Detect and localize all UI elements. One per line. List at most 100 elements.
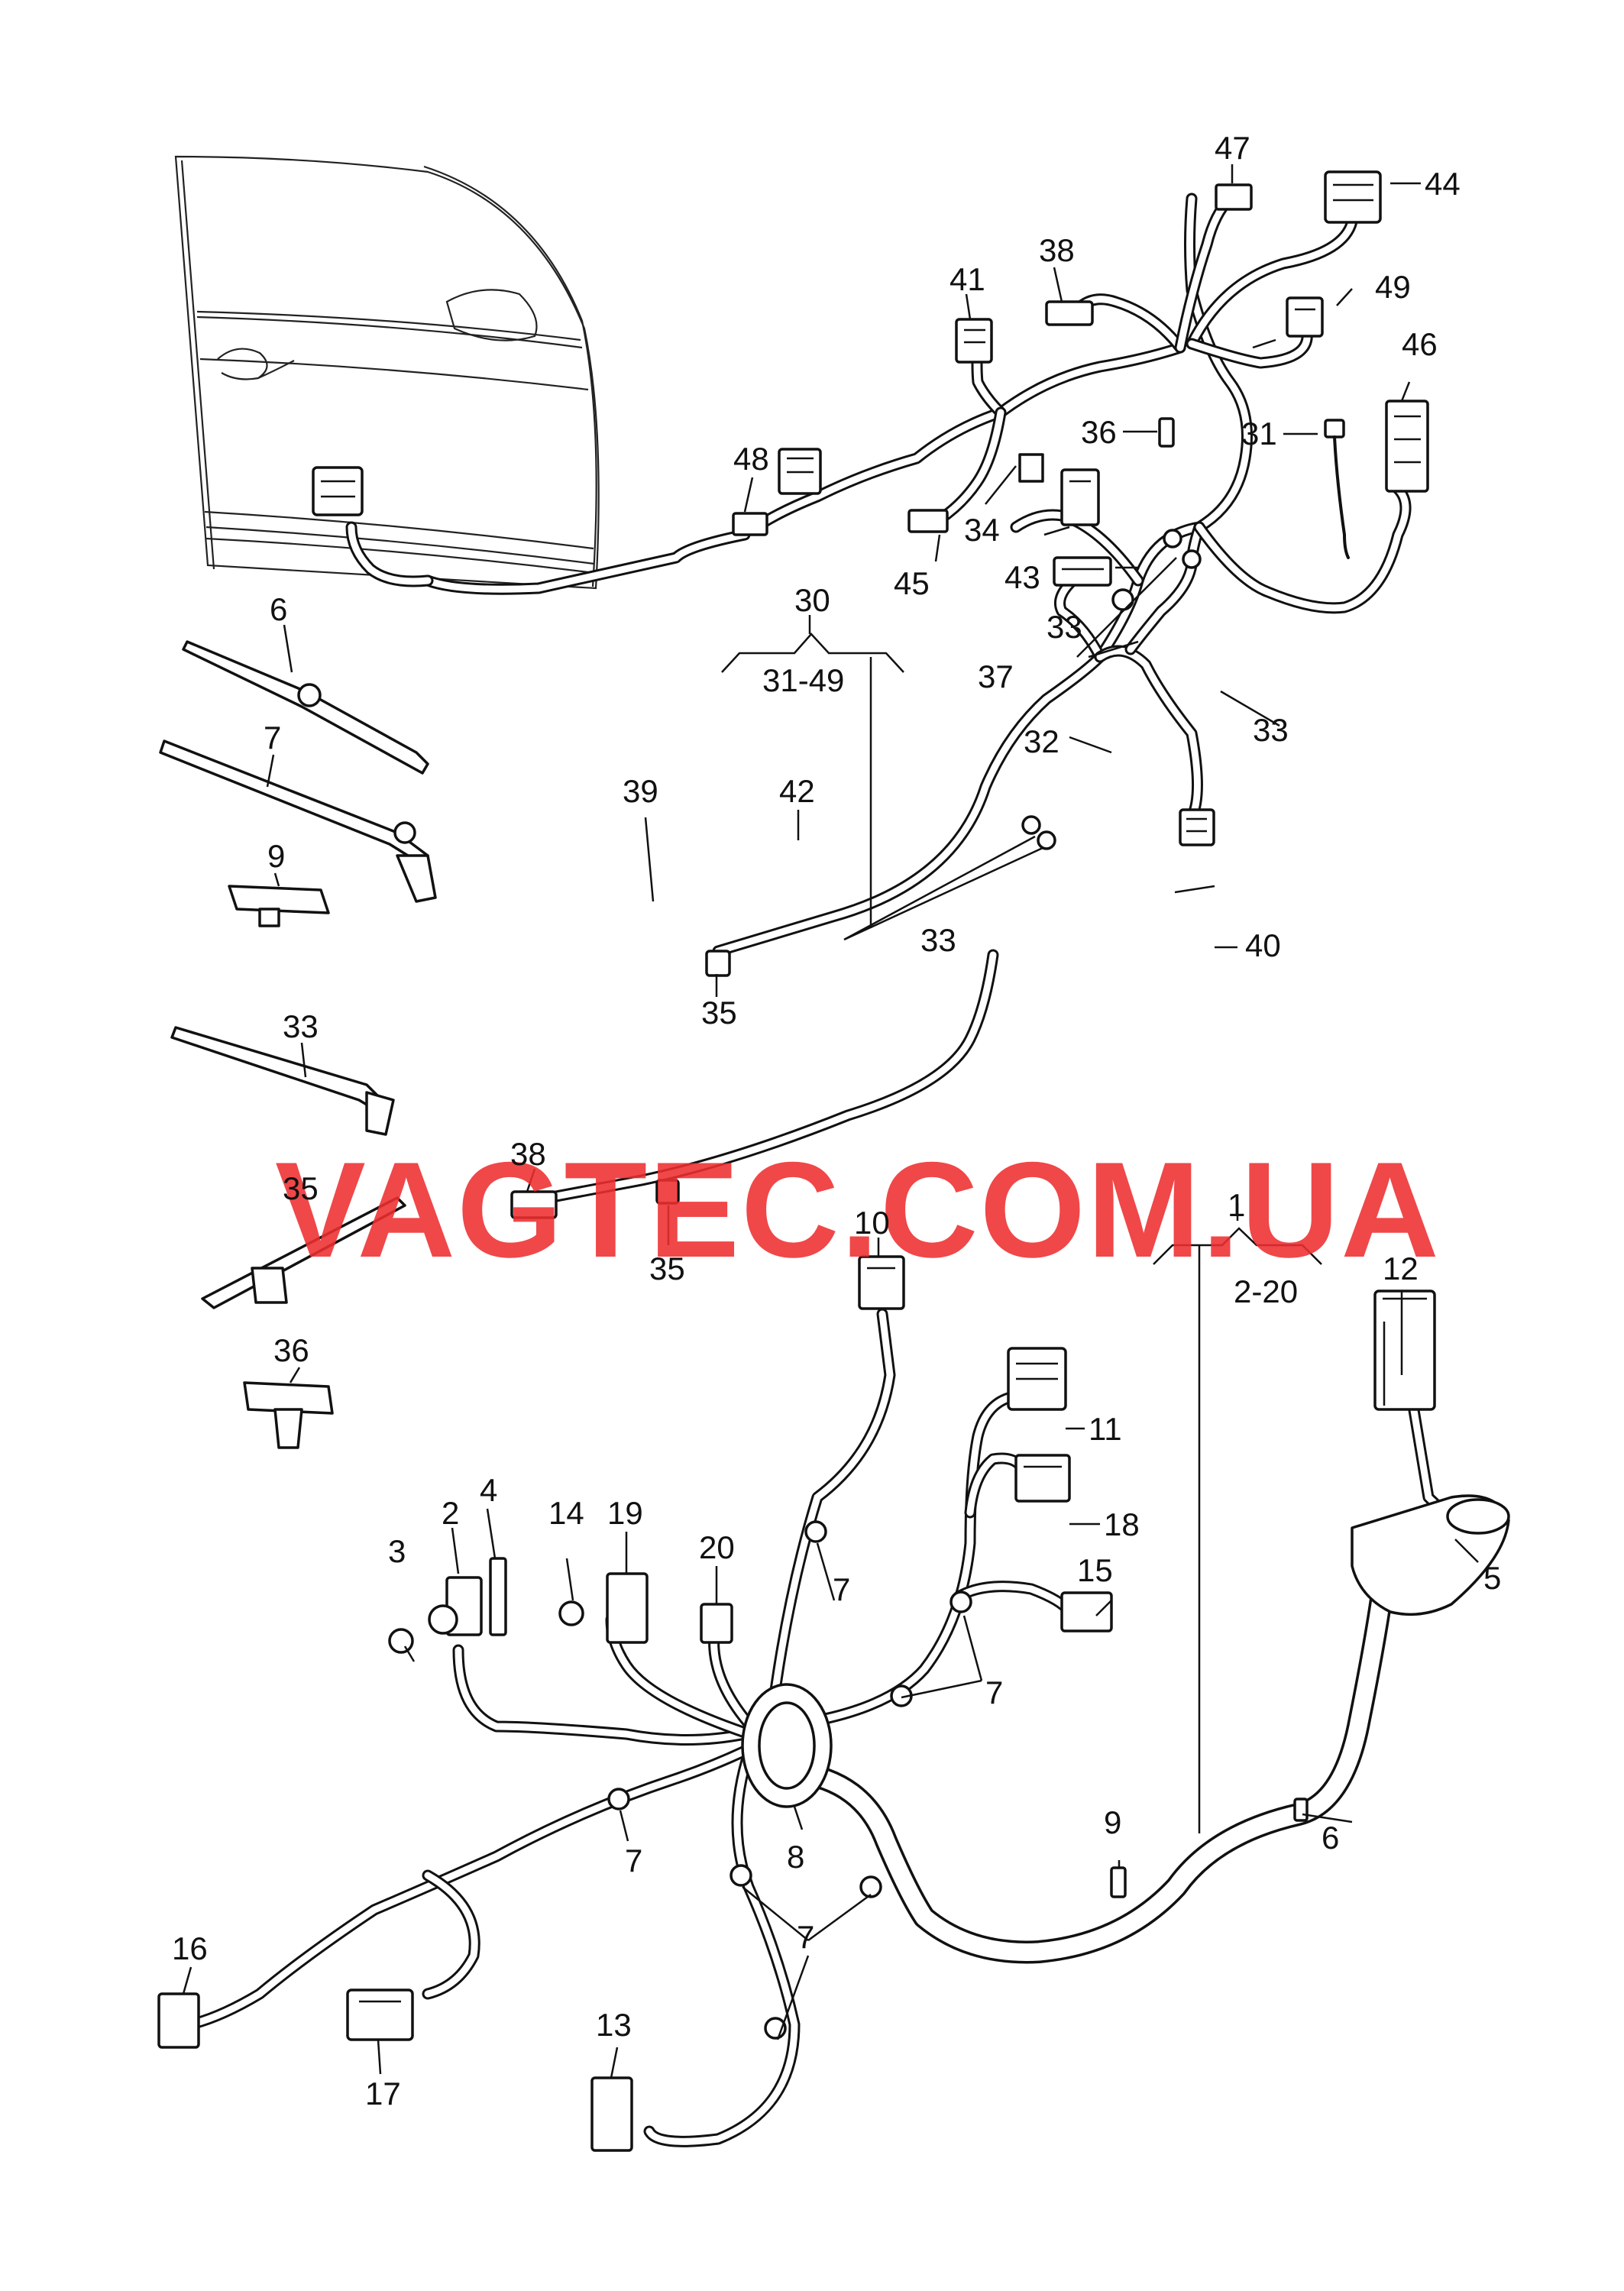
callout-7-d: 7 — [797, 1919, 814, 1955]
connector-19 — [606, 1572, 649, 1644]
callout-14: 14 — [548, 1495, 584, 1531]
callout-19: 19 — [607, 1495, 643, 1531]
connector-17 — [346, 1988, 414, 2041]
callout-45: 45 — [894, 565, 930, 601]
connector-12 — [1373, 1289, 1436, 1411]
clip-35-upper — [705, 950, 731, 977]
callout-42: 42 — [779, 773, 815, 809]
connector-40 — [1179, 808, 1215, 846]
connector-20 — [700, 1603, 733, 1644]
lower-harness-parts — [157, 1255, 1510, 2152]
grommet-5 — [1351, 1494, 1510, 1616]
callout-46: 46 — [1402, 326, 1438, 362]
callout-30: 30 — [794, 582, 830, 618]
clip-9-harness — [1110, 1866, 1127, 1898]
connector-48 — [732, 512, 768, 536]
callout-36-clip: 36 — [273, 1332, 309, 1368]
connector-45 — [907, 509, 949, 533]
callout-33-tie: 33 — [283, 1008, 319, 1044]
callout-5: 5 — [1483, 1560, 1501, 1596]
callout-13: 13 — [596, 2007, 632, 2043]
clip-35-mid — [655, 1179, 680, 1205]
callout-43: 43 — [1004, 559, 1040, 595]
clip-32 — [1111, 588, 1134, 611]
clip-6-harness — [1293, 1798, 1309, 1822]
callout-20: 20 — [699, 1529, 735, 1565]
connector-34 — [1018, 453, 1044, 483]
upper-harness-wires — [345, 193, 1412, 957]
connector-18 — [1014, 1454, 1071, 1503]
cable-tie-7 — [159, 739, 437, 903]
connector-10 — [858, 1255, 905, 1310]
grommet-8 — [741, 1683, 833, 1808]
range-2-20: 2-20 — [1234, 1273, 1298, 1309]
connector-37 — [1053, 556, 1112, 587]
connector-14 — [558, 1600, 584, 1626]
connector-13 — [590, 2076, 633, 2152]
callout-44: 44 — [1425, 166, 1461, 202]
range-31-49: 31-49 — [762, 662, 844, 698]
connector-42 — [778, 448, 822, 495]
callout-33-upper-a: 33 — [920, 922, 956, 958]
callout-9-harness: 9 — [1104, 1804, 1121, 1840]
connector-43 — [1060, 468, 1100, 526]
clip-9 — [228, 885, 330, 927]
brackets-and-leaders — [182, 164, 1479, 2079]
clips-7 — [607, 1520, 972, 2040]
connector-49 — [1286, 296, 1324, 338]
callout-39: 39 — [623, 773, 658, 809]
callout-16: 16 — [172, 1930, 208, 1966]
watermark: VAGTEC.COM.UA — [275, 1134, 1441, 1286]
clip-36 — [243, 1381, 334, 1449]
callout-7-c: 7 — [625, 1843, 642, 1878]
callout-18: 18 — [1104, 1506, 1140, 1542]
callout-8: 8 — [787, 1839, 804, 1875]
connector-16 — [157, 1992, 200, 2049]
connector-39 — [312, 466, 364, 516]
callout-4: 4 — [480, 1472, 497, 1508]
connector-15 — [1060, 1591, 1113, 1632]
callout-2: 2 — [442, 1495, 459, 1531]
callout-47: 47 — [1215, 130, 1250, 166]
callout-1: 1 — [1228, 1187, 1245, 1223]
callout-35-upper: 35 — [701, 995, 737, 1031]
callout-11: 11 — [1089, 1411, 1122, 1447]
callout-6-tie: 6 — [270, 591, 287, 627]
callout-33-upper-c: 33 — [1253, 712, 1289, 748]
callout-49: 49 — [1375, 269, 1411, 305]
callout-34: 34 — [964, 512, 1000, 548]
callout-7-b: 7 — [985, 1675, 1003, 1710]
connector-44 — [1324, 170, 1382, 224]
callout-48: 48 — [733, 441, 769, 477]
connector-46 — [1385, 400, 1429, 493]
clip-33 — [1021, 529, 1202, 850]
callout-32: 32 — [1024, 723, 1059, 759]
callout-38-mid: 38 — [510, 1136, 546, 1172]
callout-3: 3 — [388, 1533, 406, 1569]
callout-36-upper: 36 — [1081, 414, 1117, 450]
connector-38-mid — [510, 1190, 558, 1219]
callout-17: 17 — [365, 2076, 401, 2111]
callout-40: 40 — [1245, 927, 1281, 963]
callout-7-tie: 7 — [264, 720, 281, 756]
sensor-4 — [489, 1557, 507, 1636]
cable-tie-33 — [170, 1026, 395, 1136]
connector-2 — [428, 1576, 483, 1636]
callout-10: 10 — [854, 1205, 890, 1241]
connector-38-top — [1045, 300, 1094, 326]
cable-tie-6 — [182, 640, 429, 775]
door-illustration — [174, 155, 600, 590]
callout-33-upper-b: 33 — [1047, 609, 1082, 645]
loose-parts — [159, 640, 437, 1449]
middle-harness-parts — [510, 1179, 680, 1219]
callout-35-tie: 35 — [283, 1170, 319, 1206]
callout-15: 15 — [1077, 1552, 1113, 1588]
callout-labels: 6 7 9 33 35 36 30 31-49 39 42 35 33 40 3… — [172, 130, 1501, 2111]
callout-37: 37 — [978, 659, 1014, 694]
callout-9-clip: 9 — [267, 838, 285, 874]
connector-41 — [955, 318, 993, 364]
upper-harness-parts — [312, 170, 1429, 977]
clip-36-upper — [1158, 417, 1175, 448]
callout-7-a: 7 — [833, 1571, 850, 1607]
